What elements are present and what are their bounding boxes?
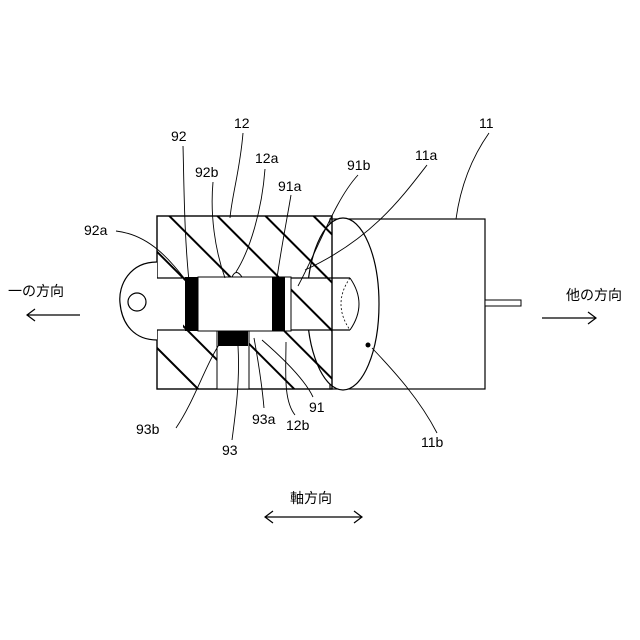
left-arrow: [27, 309, 80, 321]
other-direction-label: 他の方向: [566, 288, 622, 304]
label-91a: 91a: [278, 178, 302, 194]
one-direction-label: 一の方向: [8, 284, 64, 300]
label-12b: 12b: [286, 417, 310, 433]
label-12: 12: [234, 115, 250, 131]
label-11: 11: [479, 115, 494, 131]
label-93a: 93a: [252, 411, 276, 427]
label-11a: 11a: [415, 147, 438, 163]
double-arrow: [265, 511, 362, 523]
shaft-point-11b: [366, 343, 371, 348]
label-93: 93: [222, 442, 238, 458]
end-ring: [120, 262, 157, 340]
label-12a: 12a: [255, 150, 279, 166]
label-11b: 11b: [421, 434, 444, 450]
label-93b: 93b: [136, 421, 160, 437]
label-92b: 92b: [195, 164, 219, 180]
bearing-93: [218, 331, 248, 346]
label-91b: 91b: [347, 157, 371, 173]
right-arrow: [542, 312, 596, 324]
label-92a: 92a: [84, 222, 108, 238]
bearing-91: [272, 277, 285, 331]
axial-direction-label: 軸方向: [290, 491, 332, 507]
housing: [157, 216, 332, 389]
bearing-92: [185, 277, 198, 331]
label-92: 92: [171, 128, 187, 144]
label-91: 91: [309, 399, 325, 415]
